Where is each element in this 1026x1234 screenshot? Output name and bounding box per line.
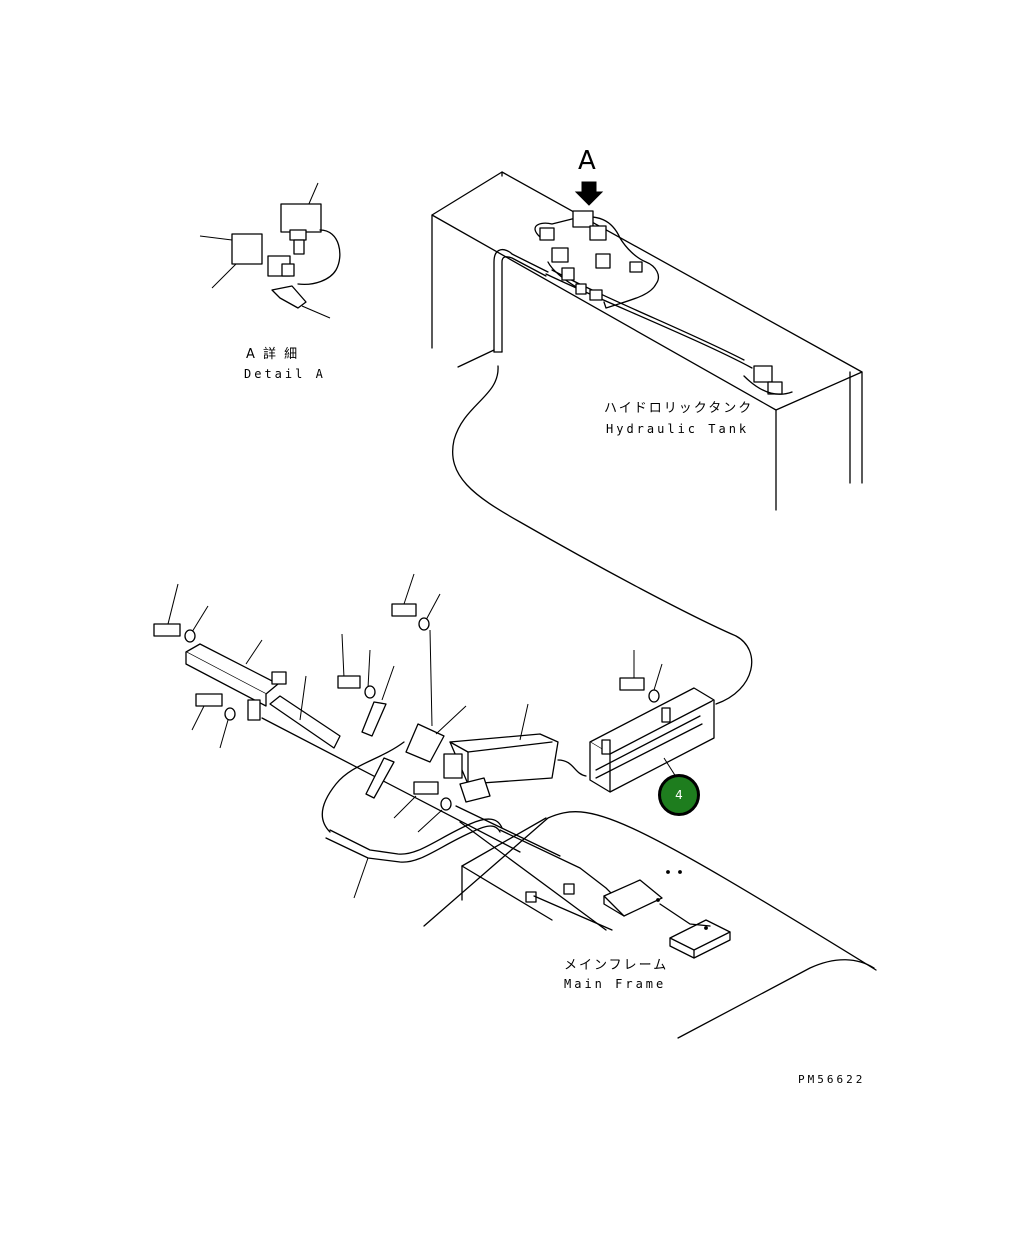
- drawing-number: PM56622: [798, 1073, 866, 1086]
- main-frame-label-en: Main Frame: [564, 977, 667, 991]
- tank-harness: [534, 210, 793, 395]
- middle-clamps: [337, 573, 467, 833]
- left-bracket-group: [153, 583, 521, 853]
- main-frame-label-jp: メインフレーム: [564, 958, 669, 973]
- hydraulic-tank-outline: [431, 171, 863, 511]
- center-bracket: [443, 703, 587, 803]
- hydraulic-tank-label-en: Hydraulic Tank: [606, 422, 750, 436]
- hydraulic-tank-label-jp: ハイドロリックタンク: [604, 401, 754, 416]
- view-arrow-a: [574, 181, 604, 206]
- detail-label-en: Detail A: [244, 367, 326, 381]
- detail-a-parts: [199, 182, 341, 319]
- view-marker-a: A: [578, 146, 596, 176]
- right-bracket: [589, 650, 715, 793]
- main-harness: [452, 365, 753, 705]
- detail-label-jp: A 詳 細: [246, 347, 300, 362]
- tank-tube: [493, 249, 549, 353]
- callout-4-button[interactable]: 4: [658, 774, 700, 816]
- main-frame-outline: [423, 811, 877, 1039]
- lower-harness: [321, 741, 617, 931]
